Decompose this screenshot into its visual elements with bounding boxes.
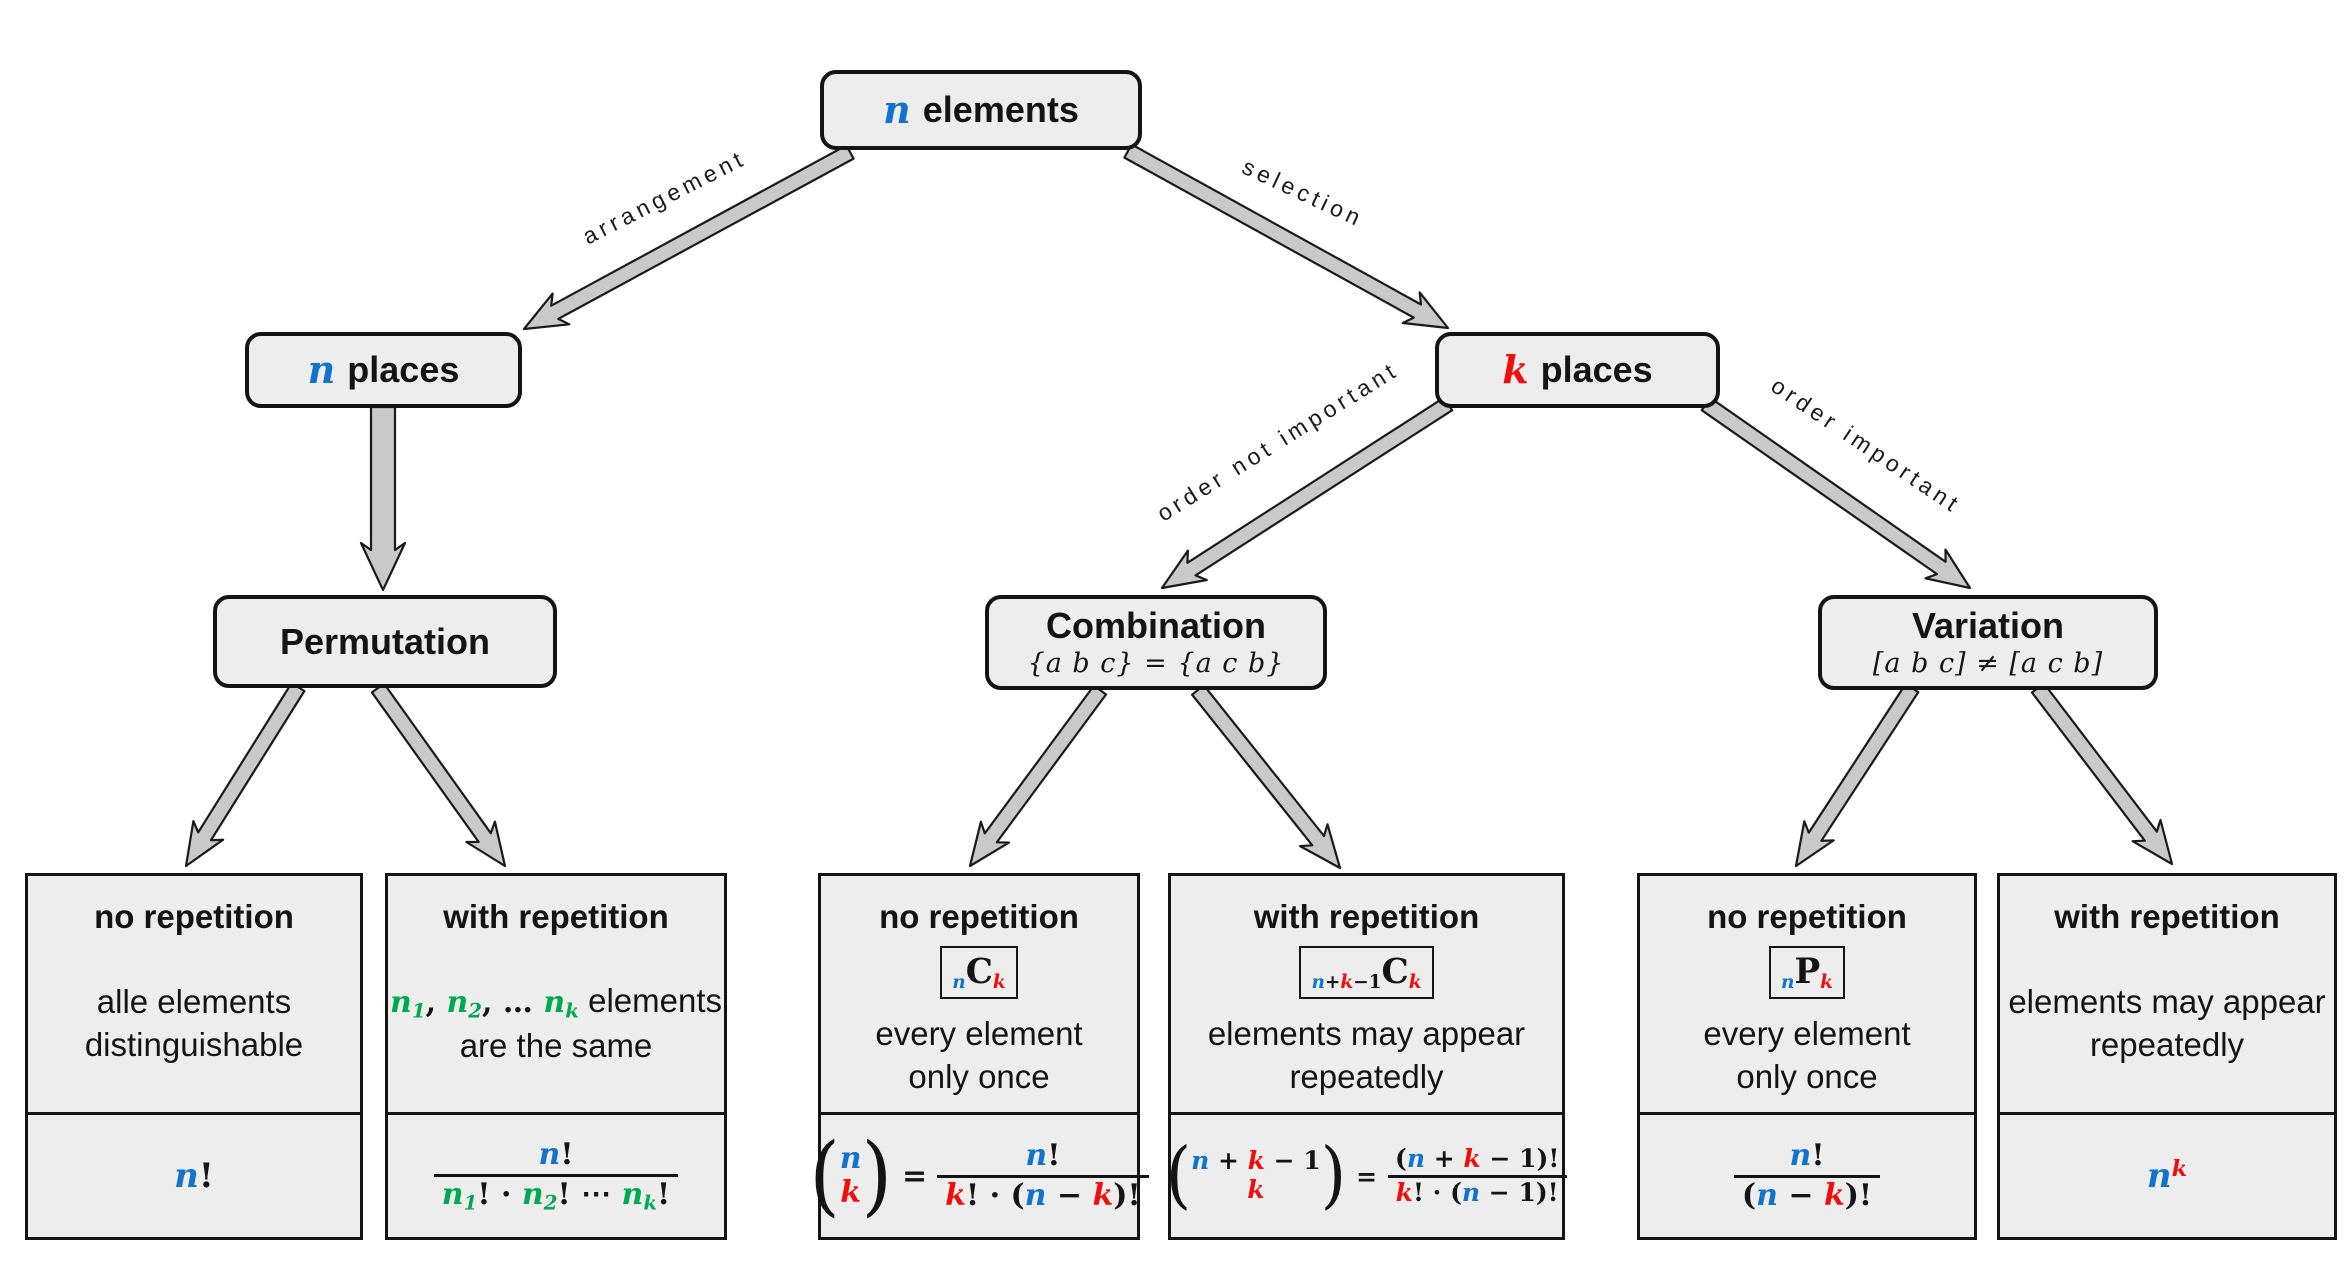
badge-nCk: nCk [940, 946, 1018, 1000]
equals-sign: = [902, 1158, 928, 1194]
node-k-places-label: places [1540, 349, 1653, 390]
leaf-variation-with-repetition: with repetition elements may appear repe… [1997, 873, 2337, 1240]
arrow-variation-to-with-repetition [2030, 682, 2174, 866]
node-n-elements-label: elements [922, 89, 1079, 130]
arrow-combination-to-with-repetition [1190, 684, 1342, 870]
leaf-header: with repetition [1253, 898, 1480, 935]
var-k: k [1502, 347, 1529, 392]
arrow-root-to-n-places [522, 144, 855, 331]
leaf-combination-with-repetition: with repetition n+k−1Ck elements may app… [1166, 873, 1567, 1240]
node-n-elements: n elements [820, 70, 1142, 150]
leaf-permutation-with-repetition: with repetition n1, n2, … nk elements ar… [385, 873, 727, 1240]
leaf-combination-no-repetition: no repetition nCk every element only onc… [809, 873, 1149, 1240]
node-k-places: k places [1435, 332, 1720, 408]
leaf-description: elements may appear repeatedly [1207, 1014, 1526, 1095]
edge-label-order_not_important: order not important [1152, 356, 1403, 526]
node-n-places-label: places [347, 349, 460, 390]
leaf-header: no repetition [879, 898, 1079, 935]
arrow-variation-to-no-repetition [1794, 682, 1920, 868]
arrow-k-places-to-combination [1160, 396, 1454, 590]
arrow-combination-to-no-repetition [968, 684, 1108, 868]
badge-nPk: nPk [1769, 946, 1845, 1000]
edge-label-order_important: order important [1767, 372, 1967, 519]
leaf-top: with repetition elements may appear repe… [2000, 876, 2334, 1112]
badge-n-plus-k-minus-1-Ck: n+k−1Ck [1299, 946, 1434, 1000]
leaf-description: every element only once [1703, 1014, 1911, 1095]
leaf-top: no repetition nCk every element only onc… [821, 876, 1137, 1112]
node-combination: Combination {a b c} = {a c b} [985, 595, 1327, 690]
leaf-top: with repetition n1, n2, … nk elements ar… [388, 876, 724, 1112]
node-variation-title: Variation [1911, 604, 2065, 646]
leaf-description: elements may appear repeatedly [2008, 983, 2326, 1063]
leaf-description: every element only once [875, 1014, 1083, 1095]
node-variation: Variation [a b c] ≠ [a c b] [1818, 595, 2158, 690]
open-paren: ( [1165, 1133, 1192, 1218]
formula-multiset-permutation: n! n1! · n2! ⋯ nk! [388, 1112, 724, 1237]
leaf-header: with repetition [443, 898, 669, 935]
variation-set-notation: [a b c] ≠ [a c b] [1872, 648, 2104, 680]
arrow-k-places-to-variation [1700, 396, 1972, 590]
arrow-permutation-to-no-repetition [184, 681, 306, 868]
close-paren: ) [861, 1125, 893, 1227]
var-n: n [307, 347, 336, 392]
arrow-root-to-k-places [1123, 143, 1450, 330]
formula-n-to-the-k: nk [2000, 1112, 2334, 1237]
leaf-top: with repetition n+k−1Ck elements may app… [1171, 876, 1562, 1112]
formula-combination-with-repetition: ( n + k − 1 k ) = (n + k − 1)! k! · (n −… [1166, 1112, 1567, 1237]
equals-sign: = [1356, 1161, 1378, 1191]
leaf-header: no repetition [94, 898, 294, 935]
leaf-top: no repetition nPk every element only onc… [1640, 876, 1974, 1112]
leaf-header: with repetition [2054, 898, 2280, 935]
leaf-description: alle elements distinguishable [84, 983, 304, 1063]
leaf-variation-no-repetition: no repetition nPk every element only onc… [1637, 873, 1977, 1240]
leaf-description: n1, n2, … nk elements are the same [390, 982, 722, 1064]
formula-binomial-coefficient: ( n k ) = n! k! · (n − k)! [809, 1112, 1149, 1237]
leaf-top: no repetition alle elements distinguisha… [28, 876, 360, 1112]
node-combination-title: Combination [1046, 604, 1266, 646]
open-paren: ( [809, 1125, 840, 1227]
formula-k-permutation: n! (n − k)! [1640, 1112, 1974, 1237]
node-n-places: n places [245, 332, 522, 408]
node-permutation-title: Permutation [279, 620, 491, 662]
arrow-n-places-to-permutation [359, 405, 407, 592]
formula-n-factorial: n! [28, 1112, 360, 1237]
close-paren: ) [1320, 1133, 1347, 1218]
combination-set-notation: {a b c} = {a c b} [1027, 648, 1285, 680]
arrow-permutation-to-with-repetition [370, 682, 507, 868]
leaf-header: no repetition [1707, 898, 1907, 935]
node-permutation: Permutation [213, 595, 557, 688]
edge-label-arrangement: arrangement [578, 144, 750, 249]
var-n: n [883, 87, 911, 132]
leaf-permutation-no-repetition: no repetition alle elements distinguisha… [25, 873, 363, 1240]
